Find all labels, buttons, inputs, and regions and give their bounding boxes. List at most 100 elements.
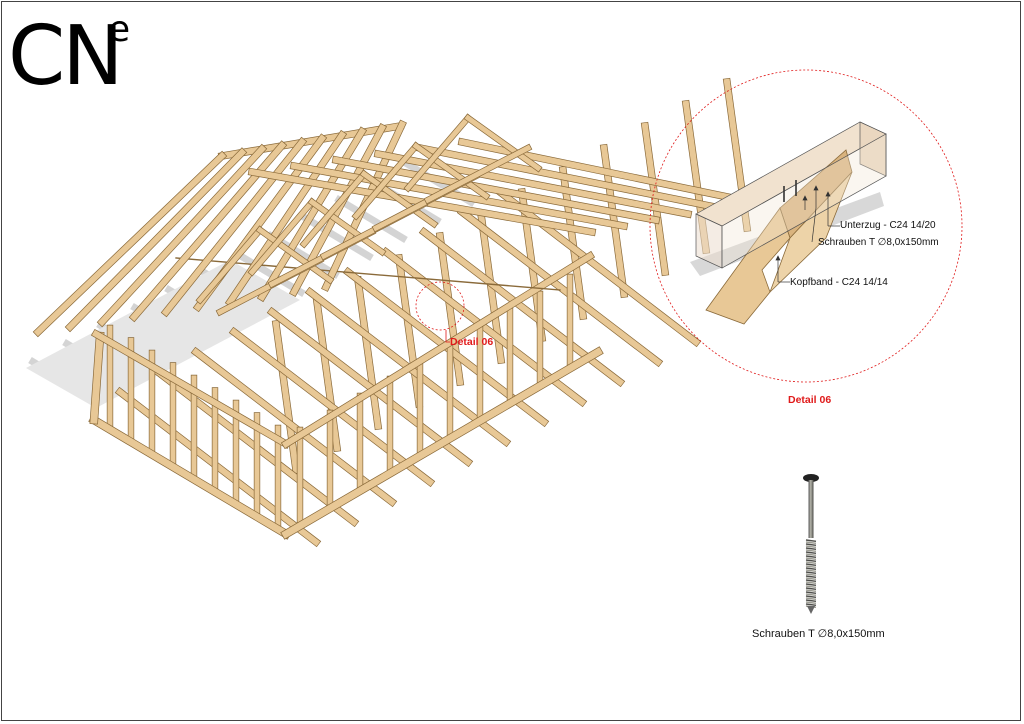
detail-06-marker-circle — [415, 281, 465, 331]
thread-turn — [805, 559, 817, 562]
thread-turn — [805, 591, 817, 594]
thread-turn — [805, 593, 817, 596]
detail-screw-label: Schrauben T ∅8,0x150mm — [818, 237, 939, 248]
hidden-edge — [175, 257, 561, 291]
top-plate-right — [281, 251, 595, 449]
logo-superscript: e — [108, 9, 131, 50]
rafter-right — [290, 162, 628, 230]
detail-circle-outline — [649, 69, 963, 383]
thread-turn — [805, 581, 817, 584]
floor-joist — [641, 122, 669, 276]
thread-turn — [805, 565, 817, 568]
top-plate-front — [91, 329, 291, 449]
detail-06-title: Detail 06 — [788, 394, 832, 406]
ridge-beam — [218, 122, 404, 160]
screw-caption: Schrauben T ∅8,0x150mm — [752, 628, 885, 640]
wall-beams — [88, 250, 604, 540]
rafter-left — [33, 151, 227, 337]
detail-06-leader — [445, 330, 450, 343]
rafter-right — [416, 144, 724, 212]
front-corner-post — [90, 332, 104, 424]
rafter-left — [225, 130, 347, 307]
thread-turn — [805, 545, 817, 548]
thread-turn — [805, 589, 817, 592]
floor-joist — [395, 254, 423, 408]
screw-shank — [808, 480, 814, 538]
thread-turn — [805, 595, 817, 598]
thread-turn — [805, 575, 817, 578]
thread-turn — [805, 601, 817, 604]
truss-strut — [360, 170, 438, 228]
screw-thread — [805, 539, 817, 608]
shadow-strip — [232, 248, 306, 298]
company-logo: CN — [8, 16, 124, 98]
logo-text: CN — [8, 9, 124, 104]
thread-turn — [805, 599, 817, 602]
thread-turn — [805, 571, 817, 574]
truss-strut — [196, 226, 264, 304]
detail-screws — [783, 180, 797, 202]
truss-strut — [412, 142, 490, 200]
thread-turn — [805, 597, 817, 600]
floor-joist — [457, 207, 663, 367]
truss-strut — [464, 114, 542, 172]
thread-turn — [805, 585, 817, 588]
rafter-left — [65, 148, 247, 332]
thread-turn — [805, 587, 817, 590]
collar-tie — [424, 144, 532, 204]
detail-leaders — [775, 185, 840, 283]
thread-turn — [805, 557, 817, 560]
shadow-strip — [334, 194, 408, 244]
thread-turn — [805, 583, 817, 586]
floor-joists — [114, 77, 752, 548]
sill-beam-right — [281, 347, 603, 539]
thread-turn — [805, 541, 817, 544]
thread-turn — [805, 603, 817, 606]
thread-turn — [805, 547, 817, 550]
floor-joist — [313, 298, 341, 452]
floor-joist — [559, 166, 587, 320]
floor-joist — [354, 276, 382, 430]
screw-tip — [807, 606, 815, 614]
thread-turn — [805, 555, 817, 558]
roof-rafters — [32, 113, 757, 338]
truss-strut — [404, 114, 472, 192]
truss-strut — [308, 198, 386, 256]
truss-strut — [256, 226, 334, 284]
truss-strut — [300, 170, 368, 248]
thread-turn — [805, 543, 817, 546]
thread-turn — [805, 561, 817, 564]
thread-turn — [805, 569, 817, 572]
rafter-right — [332, 156, 660, 224]
floor-joist — [229, 327, 435, 487]
thread-turn — [805, 553, 817, 556]
unterzug-side-face — [721, 133, 887, 269]
thread-turn — [805, 549, 817, 552]
thread-turn — [805, 539, 817, 542]
rafter-left — [161, 137, 307, 317]
screw-head — [803, 474, 819, 482]
thread-turn — [805, 563, 817, 566]
rafter-left — [97, 144, 267, 327]
floor-joist — [267, 307, 473, 467]
thread-turn — [805, 579, 817, 582]
thread-turn — [805, 577, 817, 580]
shadow-strip — [300, 212, 374, 262]
detail-06-marker-label: Detail 06 — [450, 336, 494, 348]
truss-strut — [352, 142, 420, 220]
kopfband-brace — [705, 207, 791, 325]
sill-beam-front — [89, 415, 291, 539]
floor-joist — [495, 187, 701, 347]
unterzug-label: Unterzug - C24 14/20 — [840, 220, 936, 231]
floor-joist — [272, 320, 300, 474]
thread-turn — [805, 567, 817, 570]
kopfband-label: Kopfband - C24 14/14 — [790, 277, 888, 288]
kopfband-face — [769, 171, 853, 293]
thread-turn — [805, 573, 817, 576]
truss-strut — [248, 198, 316, 276]
